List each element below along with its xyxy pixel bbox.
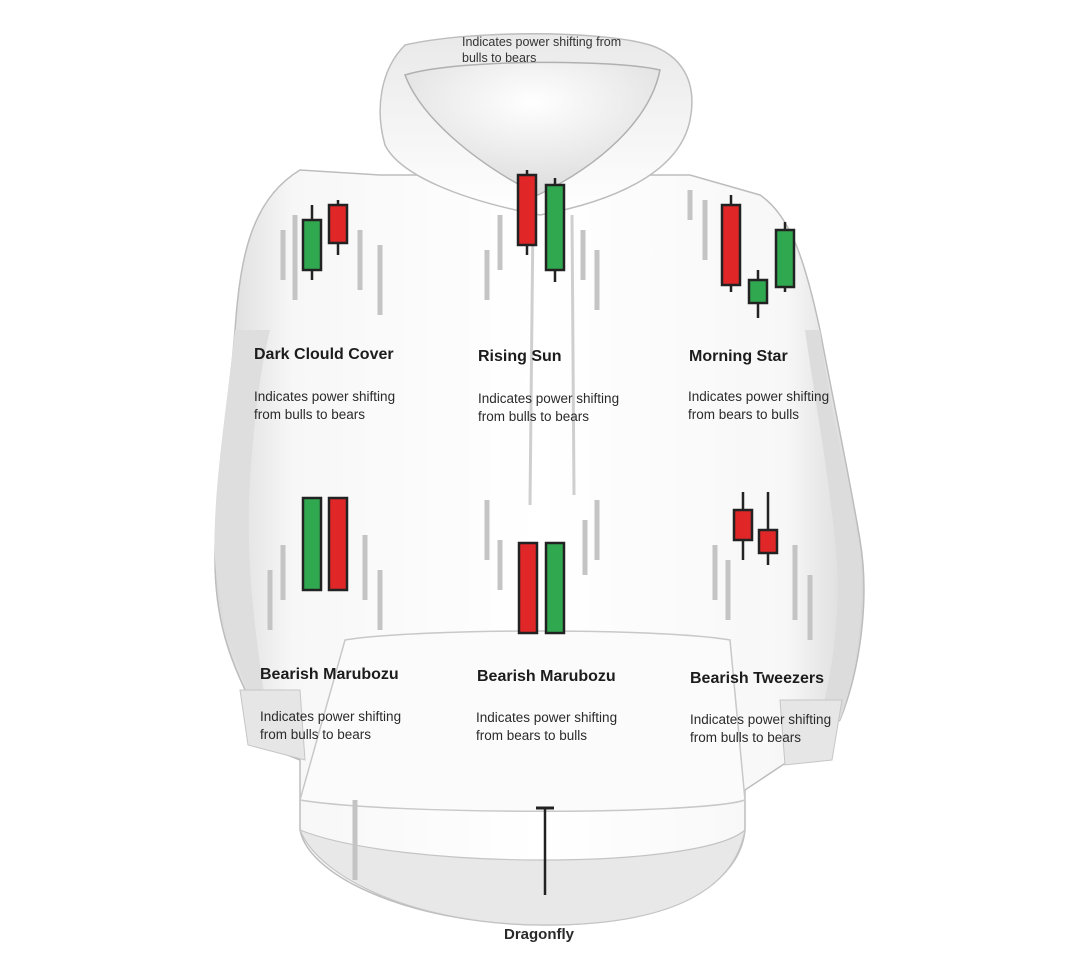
pattern-description: Indicates power shifting from bulls to b…: [478, 391, 620, 424]
drawstring-right: [570, 214, 576, 496]
pattern-title: Bearish Tweezers: [690, 670, 824, 687]
pattern-title: Rising Sun: [478, 348, 562, 365]
dragonfly-title: Dragonfly: [504, 926, 575, 943]
bull-candle-body: [301, 496, 323, 592]
drawstring-left: [528, 214, 535, 506]
waistband: [298, 828, 746, 926]
bull-candle-body: [747, 278, 769, 305]
candlestick-print: [267, 170, 813, 895]
bull-candle-body: [544, 183, 566, 272]
bull-candle-body: [774, 228, 796, 289]
pattern-description: Indicates power shifting from bulls to b…: [690, 712, 832, 745]
pattern-description: Indicates power shifting from bulls to b…: [254, 389, 396, 422]
left-cuff: [239, 689, 306, 761]
pattern-title: Morning Star: [689, 348, 788, 365]
bear-candle-body: [720, 203, 742, 287]
right-sleeve-shadow: [805, 330, 862, 720]
pattern-title: Dark Clould Cover: [254, 346, 394, 363]
bear-candle-body: [732, 508, 754, 542]
hood-description: Indicates power shifting from bulls to b…: [462, 35, 622, 65]
bear-candle-body: [327, 496, 349, 592]
pattern-title: Bearish Marubozu: [477, 668, 616, 685]
bear-candle-body: [327, 203, 349, 245]
bull-candle-body: [544, 541, 566, 635]
bear-candle-body: [517, 541, 539, 635]
bull-candle-body: [301, 218, 323, 272]
right-cuff: [779, 699, 843, 766]
left-sleeve-shadow: [214, 330, 270, 700]
pocket: [299, 630, 746, 812]
bear-candle-body: [757, 528, 779, 555]
pattern-title: Bearish Marubozu: [260, 666, 399, 683]
pattern-description: Indicates power shifting from bulls to b…: [260, 709, 402, 742]
pattern-description: Indicates power shifting from bears to b…: [688, 389, 830, 422]
hood-opening: [404, 61, 661, 196]
bear-candle-body: [516, 173, 538, 247]
pattern-description: Indicates power shifting from bears to b…: [476, 710, 618, 743]
